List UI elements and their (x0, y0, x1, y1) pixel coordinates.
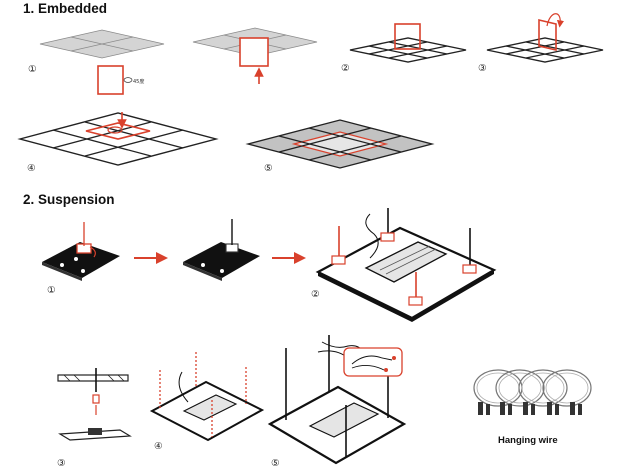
section-heading-suspension: 2. Suspension (23, 192, 115, 207)
suspension-step-5: ⑤ (267, 335, 407, 469)
ceiling-grid-grey (39, 29, 165, 59)
embedded-step-1-number: ① (28, 64, 37, 75)
led-driver (364, 241, 448, 283)
suspension-step-4: ④ (149, 352, 265, 452)
embedded-step-4: ④ (17, 112, 219, 174)
embedded-step-4-number: ④ (27, 163, 36, 174)
rotation-marker (123, 77, 133, 83)
embedded-step-2-number: ② (341, 63, 350, 74)
section-heading-embedded: 1. Embedded (23, 1, 107, 16)
suspension-step-4-number: ④ (154, 441, 163, 452)
embedded-step-1b (192, 27, 318, 84)
suspension-step-3: ③ (57, 368, 132, 469)
connector-callout (343, 347, 403, 377)
suspension-step-1b (183, 219, 260, 281)
embedded-step-3: ③ (478, 13, 604, 74)
angle-note: 45度 (133, 78, 144, 85)
suspension-step-2-number: ② (311, 289, 320, 300)
led-panel (538, 18, 557, 52)
suspension-step-2: ② (311, 208, 497, 322)
suspension-step-1: ① (42, 222, 120, 296)
led-panel (85, 122, 151, 140)
suspension-step-3-number: ③ (57, 458, 66, 469)
embedded-step-5-number: ⑤ (264, 163, 273, 174)
suspension-step-1-number: ① (47, 285, 56, 296)
embedded-step-3-number: ③ (478, 63, 487, 74)
led-panel (97, 65, 124, 95)
led-panel (291, 131, 389, 157)
embedded-step-1: ① 45度 (28, 29, 165, 95)
rotate-arrow (546, 13, 565, 28)
hanging-wire-label: Hanging wire (498, 435, 558, 446)
embedded-step-2: ② (341, 23, 467, 74)
embedded-step-5: ⑤ (245, 119, 435, 174)
led-panel (394, 23, 421, 50)
hanging-wire-set: Hanging wire (473, 369, 592, 446)
suspension-step-5-number: ⑤ (271, 458, 280, 469)
led-panel (239, 37, 269, 67)
